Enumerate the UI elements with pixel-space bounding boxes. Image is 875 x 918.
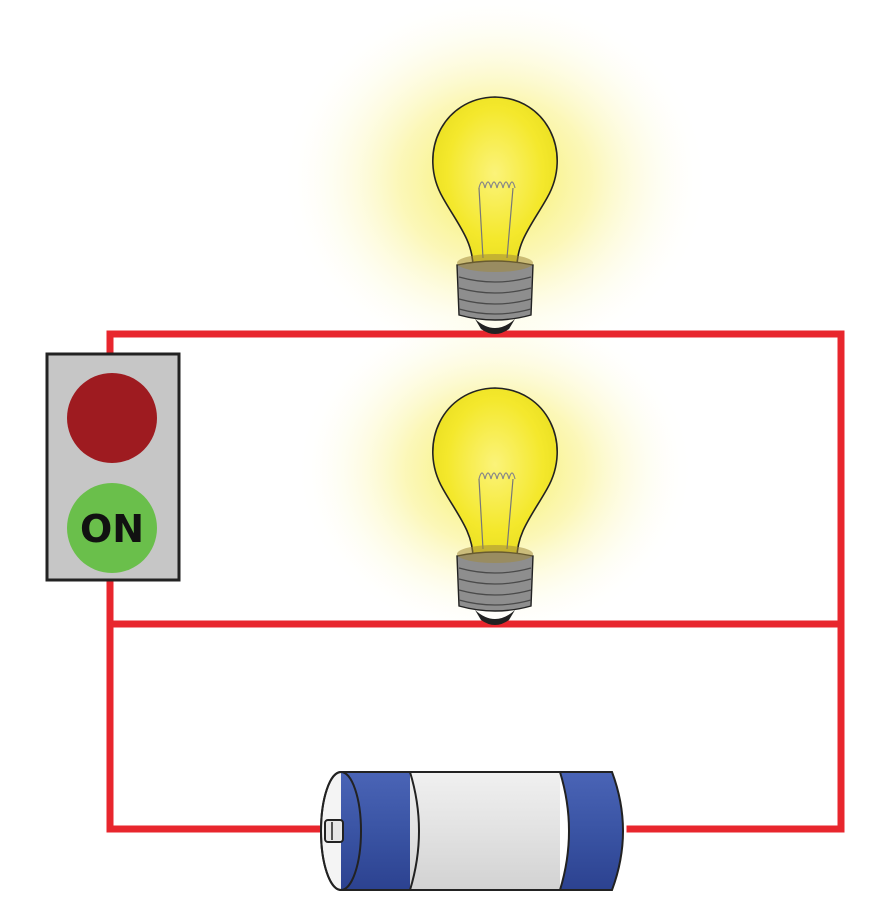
switch-off-light[interactable] bbox=[67, 373, 157, 463]
switch-icon[interactable]: ON bbox=[45, 352, 181, 582]
battery-icon bbox=[320, 771, 624, 891]
switch-state-label: ON bbox=[80, 507, 144, 551]
switch-on-light[interactable] bbox=[67, 483, 157, 573]
